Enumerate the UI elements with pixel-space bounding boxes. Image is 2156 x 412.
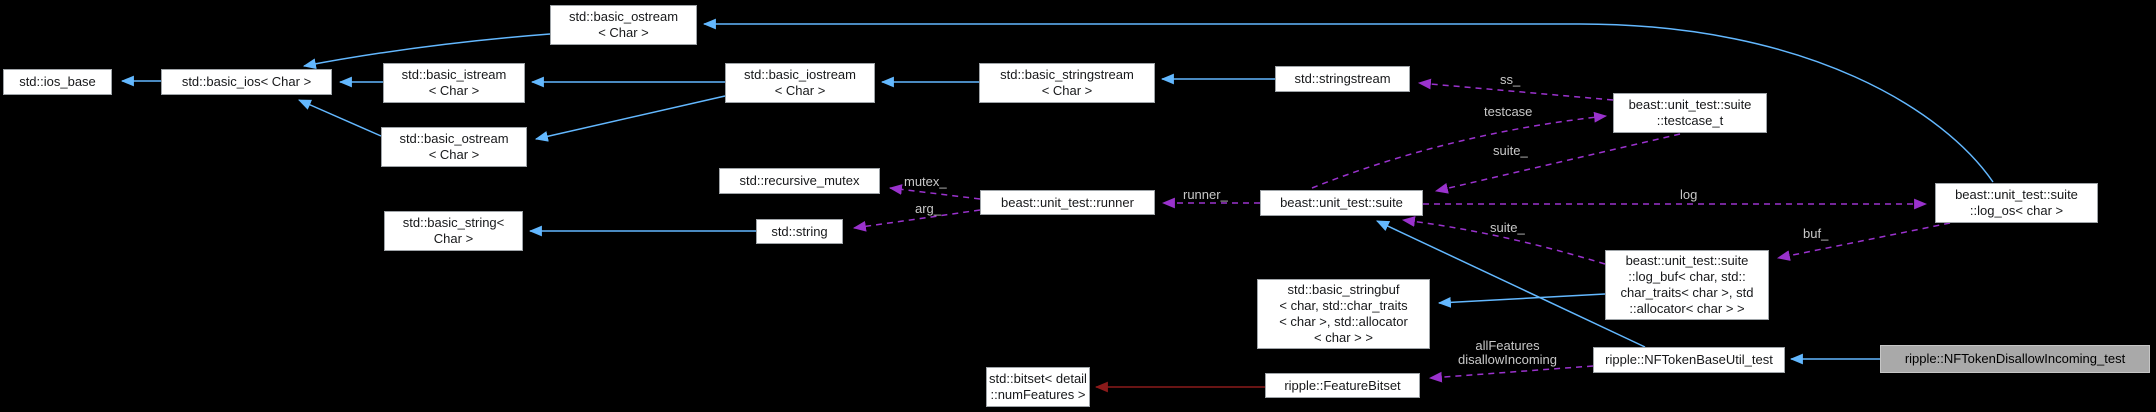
node-beast-unit-test-suite[interactable]: beast::unit_test::suite: [1260, 190, 1423, 216]
node-std-basic-iostream[interactable]: std::basic_iostream < Char >: [725, 63, 875, 103]
node-std-basic-ios[interactable]: std::basic_ios< Char >: [161, 69, 332, 95]
usage-edges: [852, 78, 1951, 383]
node-std-basic-string[interactable]: std::basic_string< Char >: [384, 211, 523, 251]
inheritance-edges: [120, 18, 1994, 365]
node-std-string[interactable]: std::string: [756, 219, 843, 244]
node-beast-suite-log-os[interactable]: beast::unit_test::suite ::log_os< char >: [1935, 183, 2098, 223]
edge-label-mutex: mutex_: [904, 174, 947, 189]
node-std-basic-istream[interactable]: std::basic_istream < Char >: [383, 63, 525, 103]
edge-baseutil-featurebitset: [1428, 365, 1594, 383]
node-std-bitset[interactable]: std::bitset< detail ::numFeatures >: [986, 367, 1090, 407]
edge-label-buf: buf_: [1803, 226, 1829, 241]
edge-label-runner: runner_: [1183, 187, 1228, 202]
node-ripple-feature-bitset[interactable]: ripple::FeatureBitset: [1265, 373, 1420, 398]
node-std-basic-ostream-lower[interactable]: std::basic_ostream < Char >: [381, 127, 527, 167]
node-std-basic-stringbuf[interactable]: std::basic_stringbuf < char, std::char_t…: [1257, 279, 1430, 349]
node-std-recursive-mutex[interactable]: std::recursive_mutex: [719, 168, 880, 194]
node-std-ios-base[interactable]: std::ios_base: [3, 69, 112, 95]
edge-iostream-to-ostreamlower: [534, 95, 726, 142]
edge-logbuf-suite: [1401, 216, 1606, 265]
edge-label-ss: ss_: [1500, 72, 1521, 87]
edge-label-suite-lower: suite_: [1490, 220, 1525, 235]
node-ripple-nftoken-disallow-incoming-test: ripple::NFTokenDisallowIncoming_test: [1880, 345, 2150, 373]
node-std-basic-ostream-top[interactable]: std::basic_ostream < Char >: [550, 5, 697, 45]
edge-label-suite-upper: suite_: [1493, 143, 1528, 158]
edge-logbuf-to-basicstringbuf: [1437, 293, 1606, 308]
edge-logos-to-ostreamtop: [702, 18, 1994, 183]
edge-runner-mutex: [888, 184, 981, 200]
edge-suite-testcase: [1311, 111, 1608, 189]
edge-ostreamtop-to-basicios: [302, 33, 551, 70]
edge-logos-buf: [1776, 222, 1951, 261]
edge-label-testcase: testcase: [1484, 104, 1533, 119]
edge-label-arg: arg_: [915, 201, 942, 216]
edge-label-log: log: [1680, 187, 1698, 202]
node-std-stringstream[interactable]: std::stringstream: [1275, 66, 1410, 92]
edge-label-allfeatures-disallowincoming: allFeatures disallowIncoming: [1458, 338, 1557, 367]
edge-ostreamlower-to-basicios: [298, 99, 382, 137]
edge-baseutiltest-to-suite: [1376, 220, 1646, 348]
edge-testcaset-suite: [1434, 133, 1681, 194]
node-ripple-nftoken-base-util-test[interactable]: ripple::NFTokenBaseUtil_test: [1593, 347, 1785, 373]
node-beast-unit-test-runner[interactable]: beast::unit_test::runner: [980, 190, 1155, 215]
node-beast-suite-log-buf[interactable]: beast::unit_test::suite ::log_buf< char,…: [1605, 250, 1769, 320]
node-beast-suite-testcase-t[interactable]: beast::unit_test::suite ::testcase_t: [1613, 93, 1767, 133]
node-std-basic-stringstream[interactable]: std::basic_stringstream < Char >: [979, 63, 1155, 103]
